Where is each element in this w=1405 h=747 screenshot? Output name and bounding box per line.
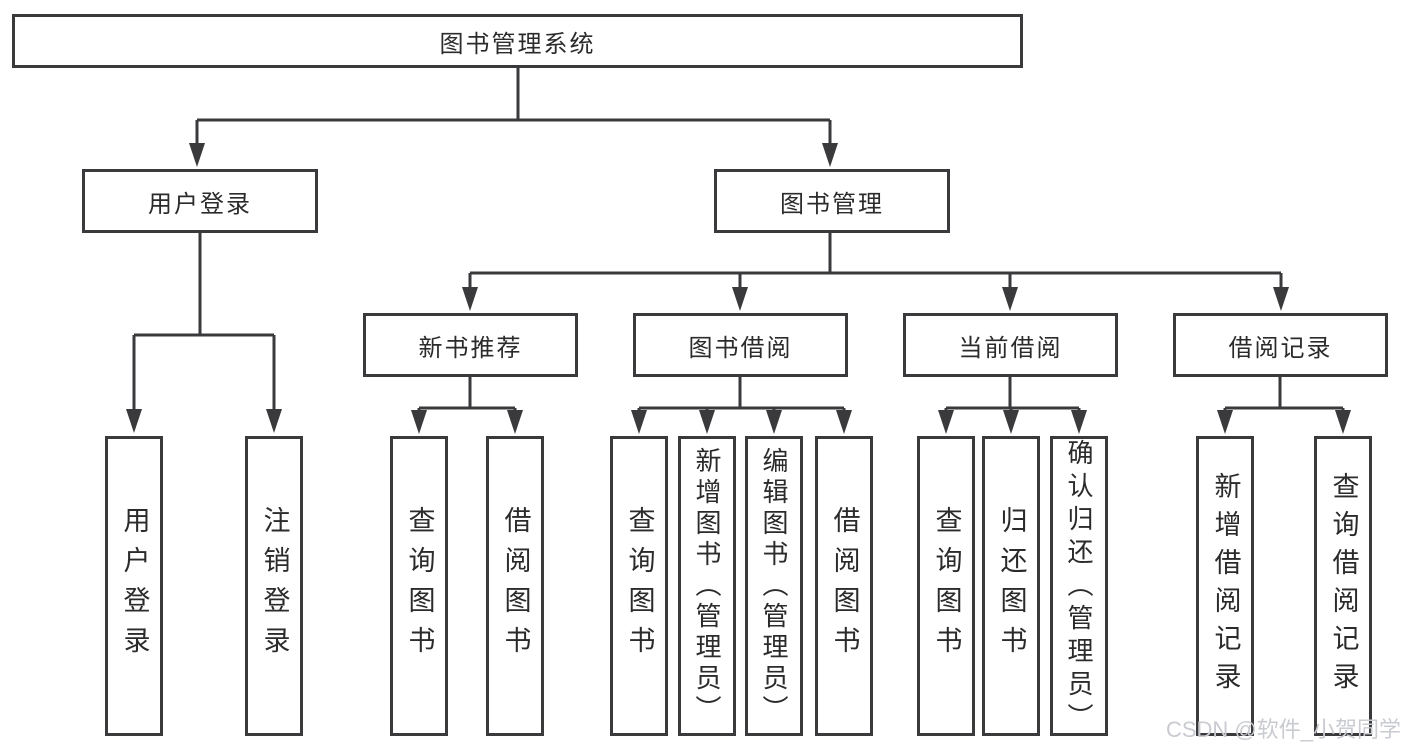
- node-book-borrowing: 图书借阅: [633, 313, 848, 377]
- leaf-edit-books-admin-label: 编辑图书（管理员）: [759, 446, 789, 726]
- leaf-add-books-admin: 新增图书（管理员）: [678, 436, 736, 736]
- leaf-query-books-current-label: 查询图书: [931, 506, 962, 666]
- leaf-return-books-label: 归还图书: [996, 506, 1027, 666]
- node-borrowing-records: 借阅记录: [1173, 313, 1388, 377]
- leaf-query-books-current: 查询图书: [917, 436, 975, 736]
- leaf-borrow-books-label: 借阅图书: [829, 506, 860, 666]
- leaf-logout-label: 注销登录: [259, 506, 290, 666]
- leaf-confirm-return-admin: 确认归还（管理员）: [1050, 436, 1108, 736]
- leaf-add-borrow-record-label: 新增借阅记录: [1210, 472, 1241, 700]
- node-user-login: 用户登录: [82, 169, 318, 233]
- leaf-add-borrow-record: 新增借阅记录: [1196, 436, 1254, 736]
- leaf-query-books-borrow-label: 查询图书: [624, 506, 655, 666]
- leaf-user-login-label: 用户登录: [119, 506, 150, 666]
- node-current-borrowing: 当前借阅: [903, 313, 1118, 377]
- leaf-edit-books-admin: 编辑图书（管理员）: [745, 436, 803, 736]
- leaf-confirm-return-admin-label: 确认归还（管理员）: [1064, 439, 1094, 736]
- leaf-query-borrow-record-label: 查询借阅记录: [1328, 472, 1359, 700]
- leaf-logout: 注销登录: [245, 436, 303, 736]
- leaf-return-books: 归还图书: [982, 436, 1040, 736]
- leaf-borrow-books-recommend: 借阅图书: [486, 436, 544, 736]
- node-new-book-recommendation: 新书推荐: [363, 313, 578, 377]
- leaf-query-books-borrow: 查询图书: [610, 436, 668, 736]
- leaf-add-books-admin-label: 新增图书（管理员）: [692, 446, 722, 726]
- watermark: CSDN @软件_小贺同学: [1165, 717, 1401, 742]
- leaf-query-borrow-record: 查询借阅记录: [1314, 436, 1372, 736]
- leaf-borrow-books-recommend-label: 借阅图书: [500, 506, 531, 666]
- leaf-borrow-books: 借阅图书: [815, 436, 873, 736]
- node-library-management-system: 图书管理系统: [12, 14, 1023, 68]
- leaf-query-books-recommend: 查询图书: [390, 436, 448, 736]
- leaf-query-books-recommend-label: 查询图书: [404, 506, 435, 666]
- leaf-user-login: 用户登录: [105, 436, 163, 736]
- node-book-management: 图书管理: [714, 169, 950, 233]
